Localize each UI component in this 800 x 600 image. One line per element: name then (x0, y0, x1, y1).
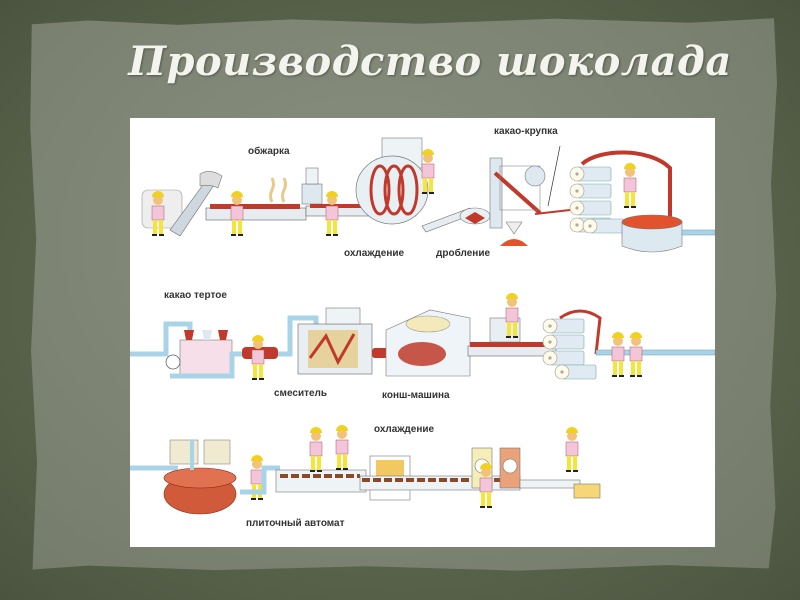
row-1-roasting-crushing (141, 137, 715, 253)
label-crushing: дробление (436, 248, 491, 259)
label-cocoa-mass: какао тертое (164, 290, 227, 301)
production-line-illustration (130, 137, 715, 515)
row-2-mixing-conching (130, 292, 715, 381)
row-3-molding-packaging (130, 424, 601, 515)
label-tablet-machine: плиточный автомат (246, 518, 345, 529)
label-cooling-1: охлаждение (344, 248, 405, 259)
slide-title: Производство шоколада (128, 38, 732, 85)
chocolate-production-diagram: обжарка какао-крупка охлаждение дроблени… (130, 118, 715, 547)
label-cocoa-nibs: какао-крупка (494, 126, 558, 137)
label-cooling-2: охлаждение (374, 424, 435, 435)
label-conche: конш-машина (382, 390, 450, 401)
label-mixer: смеситель (274, 388, 328, 399)
label-roasting: обжарка (248, 146, 290, 157)
